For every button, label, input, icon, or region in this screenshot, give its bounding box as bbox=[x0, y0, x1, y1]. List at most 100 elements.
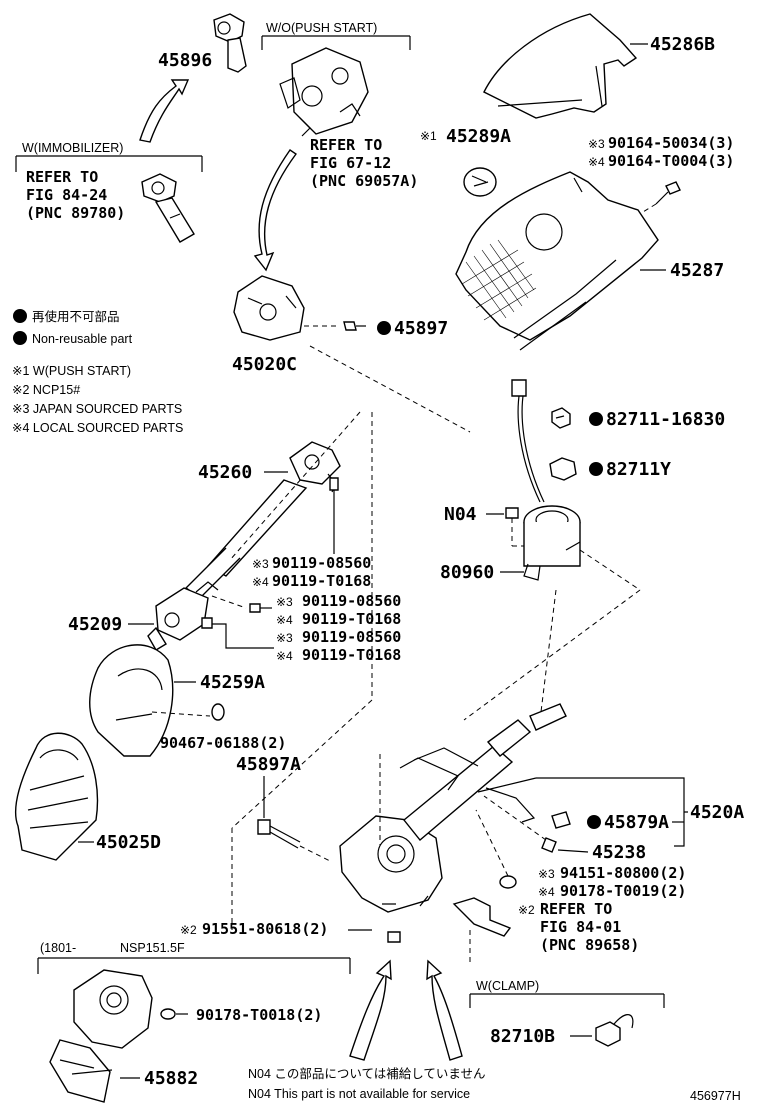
transponder-key-amplifier-drawing bbox=[141, 173, 195, 243]
bolt-90119-mid-drawing bbox=[211, 595, 272, 613]
s2b-label[interactable]: 90119-T0168 bbox=[302, 610, 401, 628]
s3b-label[interactable]: 90119-T0168 bbox=[302, 646, 401, 664]
part-45025D-label[interactable]: 45025D bbox=[96, 832, 161, 853]
universal-joint-45209-drawing bbox=[147, 581, 219, 651]
refer-fig-67-12-line1[interactable]: REFER TO bbox=[310, 136, 382, 154]
s1b-label[interactable]: 90119-T0168 bbox=[272, 572, 371, 590]
range-bracket bbox=[37, 957, 351, 974]
lower-column-cover-45287-drawing bbox=[455, 171, 659, 351]
assembly-dashed-line-2 bbox=[579, 549, 641, 591]
refer-fig-84-24-line1[interactable]: REFER TO bbox=[26, 168, 98, 186]
n94151-label[interactable]: 94151-80800(2) bbox=[560, 864, 686, 882]
part-45260-label[interactable]: 45260 bbox=[198, 462, 252, 483]
refer-fig-84-24-line3[interactable]: (PNC 89780) bbox=[26, 204, 125, 222]
n04-screw-drawing bbox=[505, 507, 524, 547]
part-45238-label[interactable]: 45238 bbox=[592, 842, 646, 863]
cover-screw-drawing bbox=[629, 181, 681, 221]
part-45897-label[interactable]: 45897 bbox=[394, 318, 448, 339]
footer-en: N04 This part is not available for servi… bbox=[248, 1087, 470, 1101]
refer-fig-84-01-line2[interactable]: FIG 84-01 bbox=[540, 918, 621, 936]
figure-id: 456977H bbox=[690, 1089, 741, 1103]
leader-45238 bbox=[557, 849, 589, 853]
bolt-90164-50034-label[interactable]: 90164-50034(3) bbox=[608, 134, 734, 152]
legend-dot-jp bbox=[13, 309, 27, 323]
clamp-82711Y-drawing bbox=[549, 457, 577, 481]
nut-94151-drawing bbox=[475, 809, 517, 889]
clip-90467-drawing bbox=[211, 703, 225, 721]
refer-fig-84-01-line1[interactable]: REFER TO bbox=[540, 900, 612, 918]
refer-fig-84-01-line3[interactable]: (PNC 89658) bbox=[540, 936, 639, 954]
wo-push-start-bracket bbox=[261, 35, 411, 50]
leader-4520A-to-column bbox=[477, 777, 537, 793]
flow-arrow-immobilizer bbox=[139, 79, 190, 143]
bolt-90164-T0004-mark: ※4 bbox=[588, 155, 605, 169]
key-cylinder-45896-drawing bbox=[213, 13, 247, 73]
part-82711Y-label[interactable]: 82711Y bbox=[606, 459, 671, 480]
bolt-91551-drawing bbox=[387, 931, 401, 943]
assembly-dashed-line-4 bbox=[539, 589, 557, 721]
part-82710B-label[interactable]: 82710B bbox=[490, 1026, 555, 1047]
part-45289A-label[interactable]: 45289A bbox=[446, 126, 511, 147]
steering-column-4520A-drawing bbox=[339, 703, 567, 913]
s2b-mark: ※4 bbox=[276, 613, 293, 627]
refer-fig-84-24-line2[interactable]: FIG 84-24 bbox=[26, 186, 107, 204]
bolt-90164-T0004-label[interactable]: 90164-T0004(3) bbox=[608, 152, 734, 170]
bracket-89658-drawing bbox=[452, 897, 512, 966]
part-90467-label[interactable]: 90467-06188(2) bbox=[160, 734, 286, 752]
s1b-mark: ※4 bbox=[252, 575, 269, 589]
p91551-label[interactable]: 91551-80618(2) bbox=[202, 920, 328, 938]
dust-boot-45025D-drawing bbox=[14, 732, 99, 861]
ignition-switch-drawing bbox=[279, 47, 369, 137]
non-reusable-dot-82711Y bbox=[589, 462, 603, 476]
part-45286B-label[interactable]: 45286B bbox=[650, 34, 715, 55]
bolt-45238-drawing bbox=[483, 795, 557, 853]
non-reusable-dot-82711-16830 bbox=[589, 412, 603, 426]
bolt-90119-low-drawing bbox=[201, 617, 274, 649]
immobilizer-bracket bbox=[15, 155, 203, 172]
assembly-dashed-line-1 bbox=[309, 345, 471, 433]
leader-4520A bbox=[536, 777, 688, 847]
part-82711-16830-label[interactable]: 82711-16830 bbox=[606, 409, 725, 430]
refer-fig-67-12-line2[interactable]: FIG 67-12 bbox=[310, 154, 391, 172]
part-45287-label[interactable]: 45287 bbox=[670, 260, 724, 281]
p90178-T0018-label[interactable]: 90178-T0018(2) bbox=[196, 1006, 322, 1024]
flow-arrow-column-1 bbox=[349, 959, 392, 1061]
flow-arrow-push-start bbox=[253, 149, 297, 272]
refer-fig-84-01-mark: ※2 bbox=[518, 903, 535, 917]
steering-lock-45020C-drawing bbox=[233, 275, 305, 341]
non-reusable-dot-45879A bbox=[587, 815, 601, 829]
s3-label[interactable]: 90119-08560 bbox=[302, 628, 401, 646]
s1-label[interactable]: 90119-08560 bbox=[272, 554, 371, 572]
s3b-mark: ※4 bbox=[276, 649, 293, 663]
bolt-45897A-drawing bbox=[257, 819, 333, 863]
part-80960-label[interactable]: 80960 bbox=[440, 562, 494, 583]
hole-cover-45259A-drawing bbox=[89, 644, 174, 757]
legend-en-text: Non-reusable part bbox=[32, 332, 133, 346]
part-45259A-label[interactable]: 45259A bbox=[200, 672, 265, 693]
n90178-mark: ※4 bbox=[538, 885, 555, 899]
s2-label[interactable]: 90119-08560 bbox=[302, 592, 401, 610]
part-45882-label[interactable]: 45882 bbox=[144, 1068, 198, 1089]
part-45879A-label[interactable]: 45879A bbox=[604, 812, 669, 833]
intermediate-shaft-45260-drawing bbox=[184, 441, 341, 599]
n94151-mark: ※3 bbox=[538, 867, 555, 881]
part-4520A-label[interactable]: 4520A bbox=[690, 802, 744, 823]
part-45289A-mark: ※1 bbox=[420, 129, 437, 143]
s3-mark: ※3 bbox=[276, 631, 293, 645]
wo-push-start-label: W/O(PUSH START) bbox=[266, 21, 377, 35]
part-45209-label[interactable]: 45209 bbox=[68, 614, 122, 635]
immobilizer-coil-80960-drawing bbox=[523, 505, 581, 581]
part-45020C-label[interactable]: 45020C bbox=[232, 354, 297, 375]
clamp-82710B-drawing bbox=[595, 1014, 634, 1047]
refer-fig-67-12-line3[interactable]: (PNC 69057A) bbox=[310, 172, 418, 190]
note-2: ※2 NCP15# bbox=[12, 383, 80, 397]
n04-label[interactable]: N04 bbox=[444, 504, 477, 525]
part-45896-label[interactable]: 45896 bbox=[158, 50, 212, 71]
p91551-mark: ※2 bbox=[180, 923, 197, 937]
n90178-label[interactable]: 90178-T0019(2) bbox=[560, 882, 686, 900]
part-45897A-label[interactable]: 45897A bbox=[236, 754, 301, 775]
clamp-bracket bbox=[469, 993, 665, 1008]
legend-dot-en bbox=[13, 331, 27, 345]
bolt-90119-top-drawing bbox=[329, 477, 339, 554]
